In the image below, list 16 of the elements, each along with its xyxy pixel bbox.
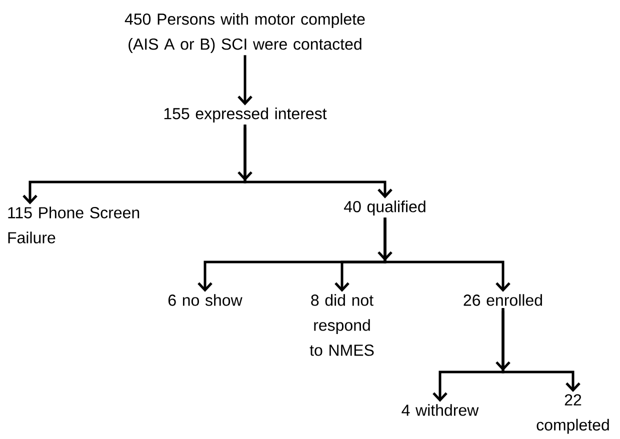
arrow — [384, 218, 510, 292]
flow-text: 8 did not respond to NMES — [310, 294, 374, 356]
arrow — [238, 171, 252, 181]
arrow — [378, 251, 392, 261]
arrow — [244, 124, 392, 198]
flow-text: 26 enrolled — [464, 294, 542, 306]
flow-text: 22 completed — [536, 394, 609, 434]
flow-text: 6 no show — [168, 294, 242, 306]
flow-text: 450 Persons with motor complete (AIS A or B) SCI were contacted — [124, 13, 365, 53]
flow-text: 40 qualified — [344, 200, 426, 216]
arrow — [496, 361, 510, 371]
flow-text: 115 Phone Screen Failure — [8, 206, 140, 244]
flow-text: 155 expressed interest — [164, 108, 327, 122]
arrow — [238, 55, 252, 106]
arrow — [502, 308, 580, 392]
flow-text: 4 withdrew — [402, 404, 479, 416]
